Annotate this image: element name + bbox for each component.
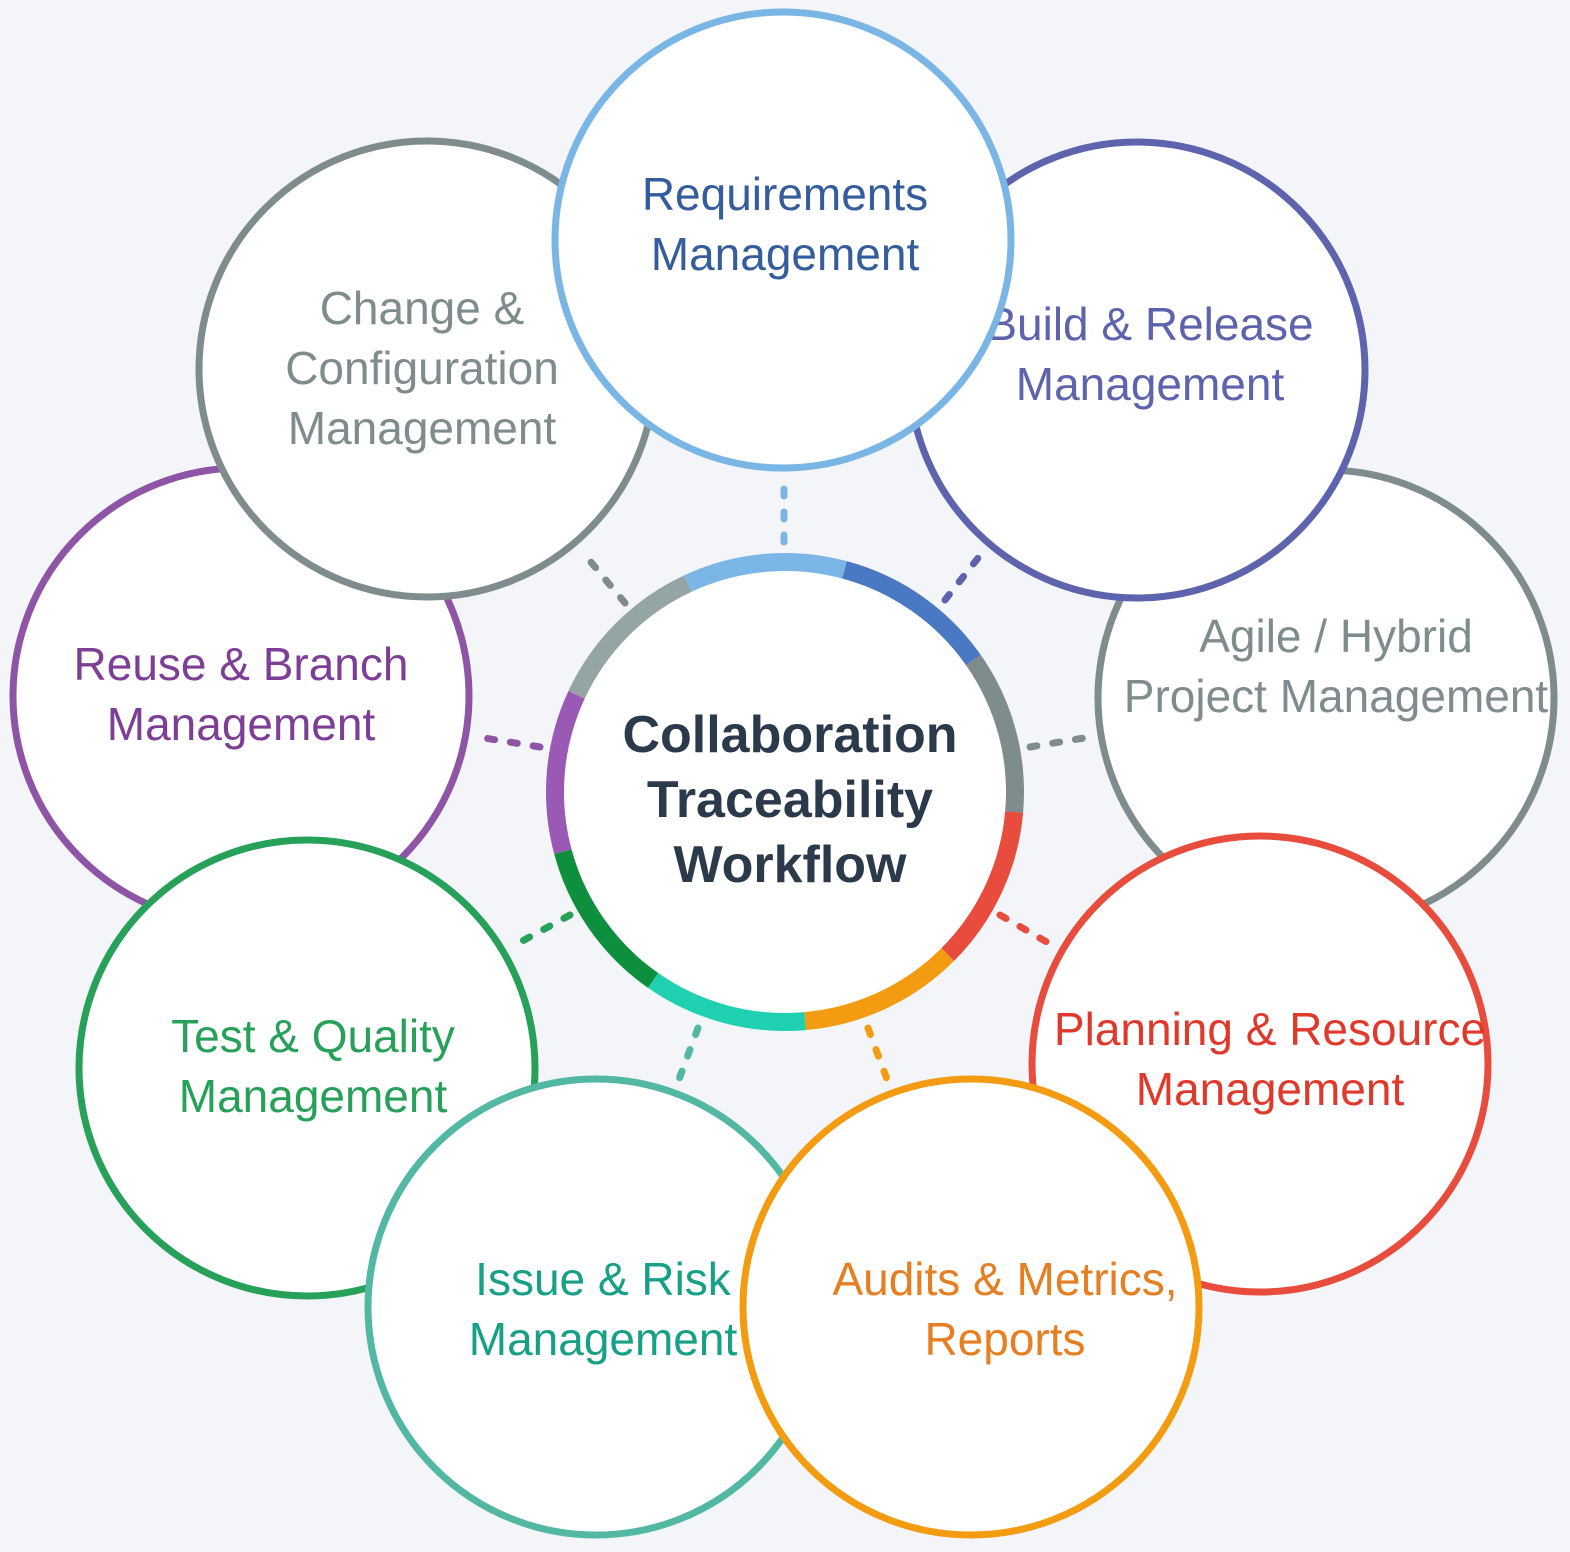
node-audits[interactable]: Audits & Metrics, Reports [739, 1075, 1203, 1539]
node-label-line: Management [179, 1070, 448, 1122]
node-label-line: Management [288, 402, 557, 454]
ring-segment [546, 690, 585, 854]
node-label-line: Management [1016, 358, 1285, 410]
connector-planning [996, 911, 1056, 949]
connector-audits [864, 1024, 892, 1086]
node-label: Audits & Metrics, Reports [832, 1253, 1177, 1365]
node-label-line: Requirements [642, 168, 928, 220]
center-label-line: Workflow [673, 836, 907, 894]
node-circle [739, 1075, 1203, 1539]
center-label-line: Traceability [647, 771, 933, 829]
center-ring [546, 553, 1024, 1031]
ring-segment [554, 849, 659, 988]
node-label-line: Management [1136, 1063, 1405, 1115]
ring-segment [941, 811, 1024, 961]
node-label-line: Management [469, 1313, 738, 1365]
connector-change-config [581, 551, 629, 607]
node-label-line: Management [651, 228, 920, 280]
node-label-line: Reports [924, 1313, 1085, 1365]
ring-segment [965, 654, 1024, 813]
node-label-line: Reuse & Branch [74, 638, 409, 690]
node-label-line: Agile / Hybrid [1199, 610, 1473, 662]
node-label-line: Management [107, 698, 376, 750]
ring-segment [568, 575, 692, 699]
connector-issue-risk [674, 1024, 702, 1086]
node-label-line: Issue & Risk [475, 1253, 732, 1305]
connector-test-quality [511, 911, 574, 949]
node-label-line: Configuration [285, 342, 559, 394]
node-label-line: Test & Quality [171, 1010, 455, 1062]
connector-lines [474, 478, 1094, 1086]
center-circle [553, 560, 1017, 1024]
node-label-line: Planning & Resource [1054, 1003, 1486, 1055]
node-label-line: Project Management [1124, 670, 1549, 722]
center-label-line: Collaboration [622, 706, 957, 764]
connector-reuse-branch [474, 733, 544, 751]
ring-segment [804, 948, 954, 1031]
connector-agile-hybrid [1026, 733, 1094, 751]
ring-segment [842, 561, 981, 666]
ring-segment [683, 553, 847, 592]
ring-segment [647, 972, 806, 1031]
node-label-line: Change & [320, 282, 525, 334]
node-label-line: Audits & Metrics, [832, 1253, 1177, 1305]
node-circle [551, 8, 1015, 472]
node-label-line: Build & Release [986, 298, 1313, 350]
connector-build-release [941, 549, 986, 604]
